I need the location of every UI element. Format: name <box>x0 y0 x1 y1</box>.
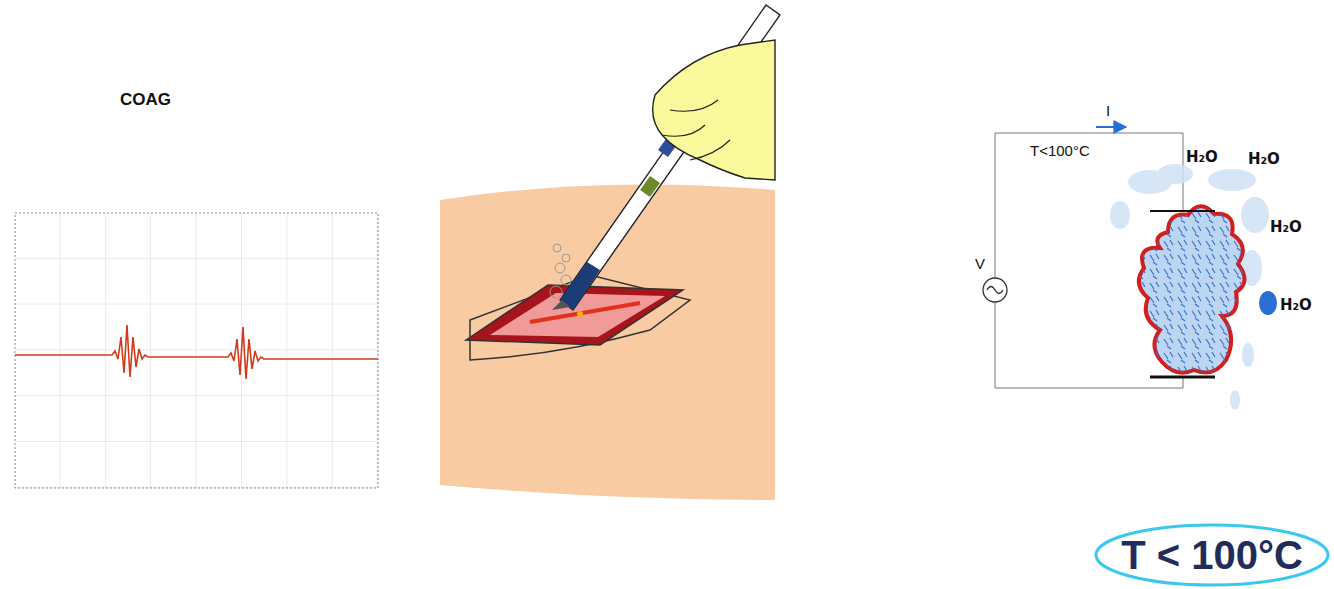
water-label: H₂O <box>1248 150 1280 168</box>
temperature-label: T<100°C <box>1030 142 1090 159</box>
circuit-diagram <box>983 127 1277 410</box>
oscilloscope-screen <box>15 213 378 488</box>
surgical-illustration <box>440 5 780 500</box>
water-label: H₂O <box>1280 296 1312 314</box>
current-label: I <box>1106 102 1110 119</box>
temperature-text: T < 100°C <box>1121 533 1303 578</box>
voltage-label: V <box>975 255 985 272</box>
highlight-ellipse: T < 100°C <box>1094 523 1330 587</box>
water-label: H₂O <box>1186 148 1218 166</box>
water-label: H₂O <box>1270 218 1302 236</box>
mode-label: COAG <box>120 90 171 110</box>
